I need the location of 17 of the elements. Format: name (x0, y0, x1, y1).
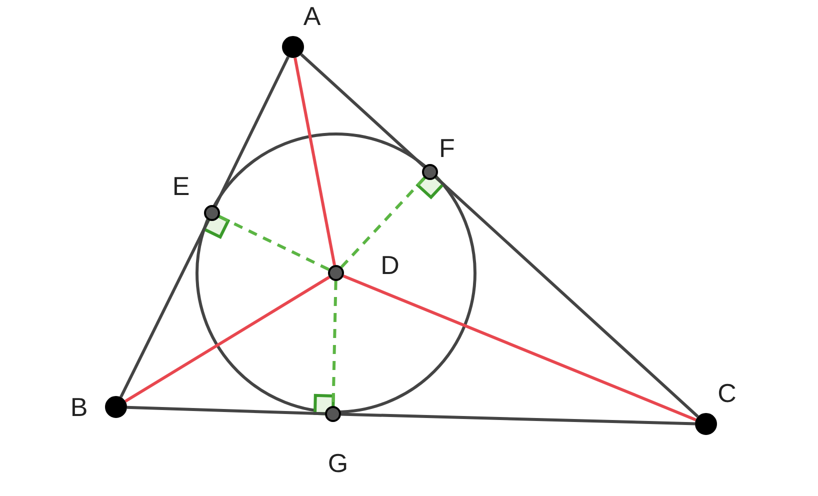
point-label: F (439, 135, 455, 161)
point-label: E (172, 173, 190, 199)
line-segment (294, 58, 336, 266)
point-label: C (718, 380, 736, 406)
line-segment (126, 406, 326, 416)
line-segment (120, 220, 210, 398)
dashed-line (218, 215, 330, 271)
line-segment (342, 274, 696, 422)
point-label: D (380, 252, 400, 278)
dashed-line (340, 176, 426, 268)
point-label: A (303, 3, 321, 29)
point-label: G (328, 450, 348, 476)
line-segment (340, 412, 696, 426)
line-segment (124, 276, 330, 403)
line-segment (214, 56, 290, 206)
point-label: B (70, 394, 88, 420)
line-segment (434, 176, 699, 418)
